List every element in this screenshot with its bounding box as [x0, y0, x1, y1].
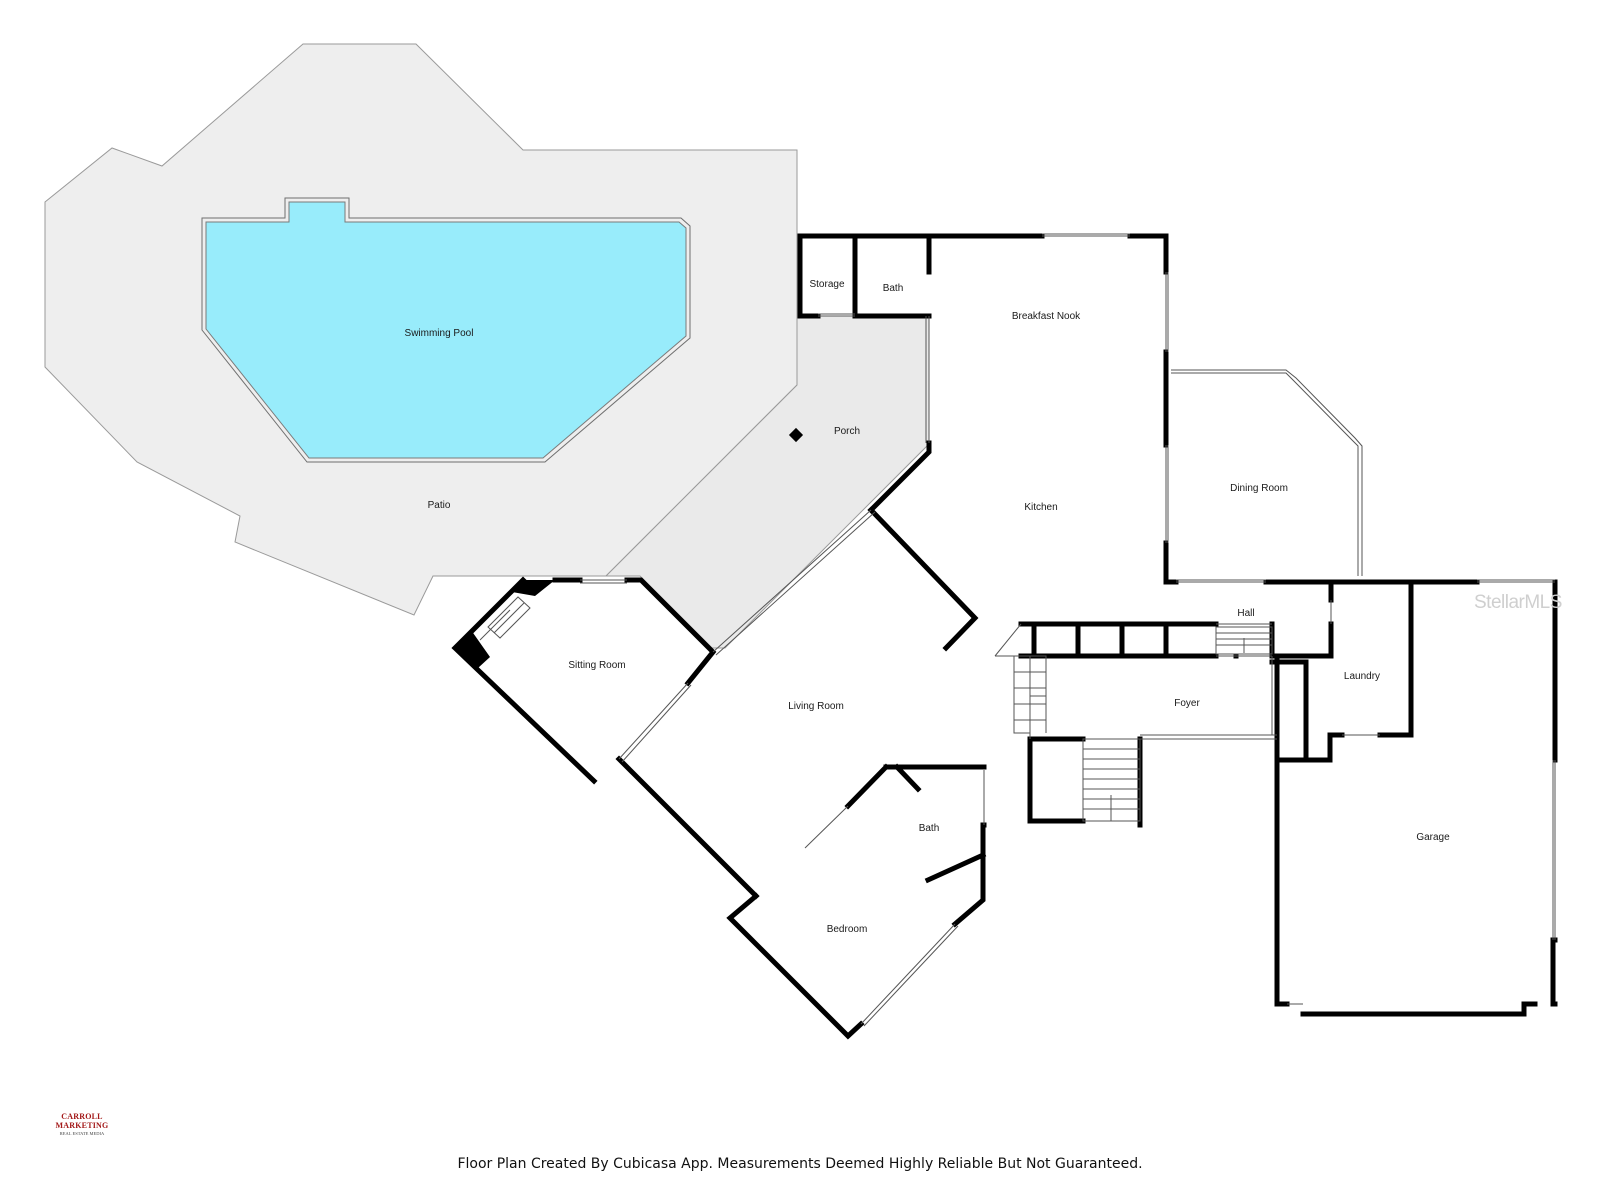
fireplace-block: [455, 630, 490, 668]
label-foyer: Foyer: [1174, 698, 1200, 709]
label-garage: Garage: [1416, 832, 1450, 843]
label-living-room: Living Room: [788, 701, 844, 712]
room-labels: Swimming Pool Patio Porch Storage Bath B…: [405, 279, 1451, 935]
label-sitting-room: Sitting Room: [568, 660, 625, 671]
label-bath-lower: Bath: [919, 823, 940, 834]
walls: [451, 233, 1558, 1040]
windows-openings: [580, 233, 1556, 1027]
footer-disclaimer: Floor Plan Created By Cubicasa App. Meas…: [457, 1156, 1143, 1172]
label-bedroom: Bedroom: [827, 924, 868, 935]
stairs: [479, 596, 1273, 822]
label-porch: Porch: [834, 426, 860, 437]
label-storage: Storage: [809, 279, 844, 290]
porch-column: [788, 427, 804, 443]
label-swimming-pool: Swimming Pool: [405, 328, 474, 339]
label-breakfast-nook: Breakfast Nook: [1012, 311, 1081, 322]
label-kitchen: Kitchen: [1024, 502, 1057, 513]
swimming-pool: [205, 201, 687, 459]
brand-tagline: REAL ESTATE MEDIA: [59, 1131, 105, 1136]
corner-block: [512, 580, 555, 596]
label-dining-room: Dining Room: [1230, 483, 1288, 494]
label-patio: Patio: [428, 500, 451, 511]
mls-watermark: StellarMLS: [1474, 592, 1562, 613]
brand-name: CARROLL MARKETING: [55, 1112, 109, 1130]
pool-coping: [201, 197, 691, 463]
brand-logo: CARROLL MARKETING REAL ESTATE MEDIA: [36, 1112, 128, 1136]
label-bath-upper: Bath: [883, 283, 904, 294]
label-laundry: Laundry: [1344, 671, 1380, 682]
label-hall: Hall: [1237, 608, 1254, 619]
